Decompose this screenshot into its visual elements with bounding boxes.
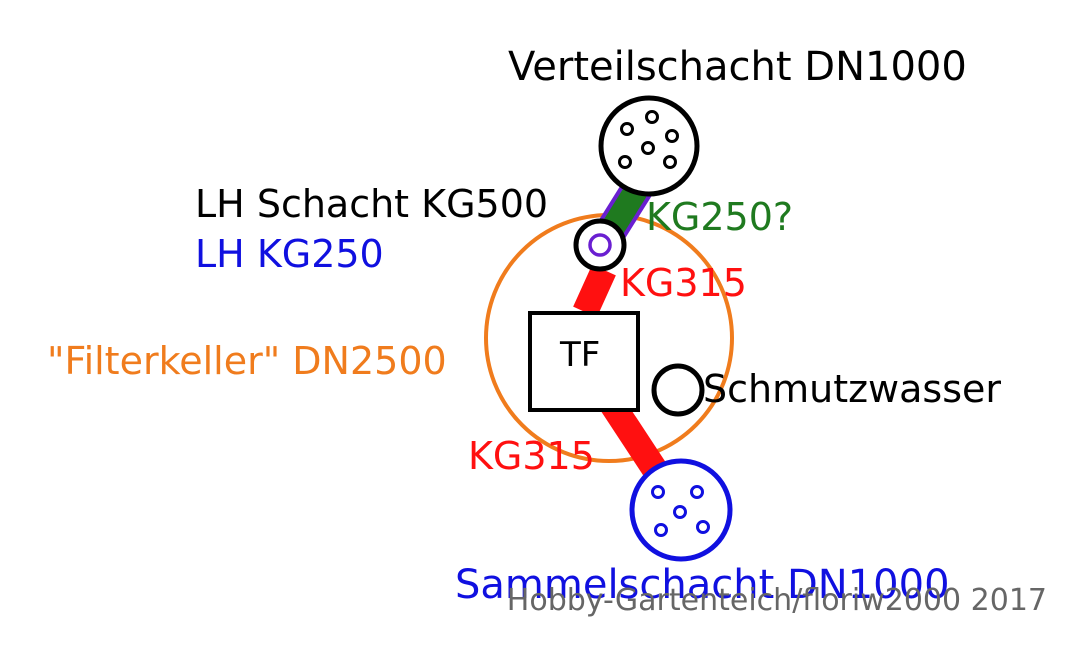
kg315-pipe-top: [573, 264, 616, 318]
watermark: Hobby-Gartenteich/floriw2000 2017: [507, 583, 1047, 618]
tf-label: TF: [559, 335, 600, 375]
sammelschacht-label: Sammelschacht DN1000: [455, 562, 950, 608]
lh-schacht-label: LH Schacht KG500: [195, 182, 548, 226]
kg315-top-label: KG315: [620, 261, 747, 305]
sammelschacht-shaft: [629, 458, 733, 562]
lh-schacht: [573, 218, 627, 272]
filterkeller-label: "Filterkeller" DN2500: [47, 339, 447, 383]
verteilschacht-label: Verteilschacht DN1000: [508, 44, 967, 90]
verteilschacht-shaft: [598, 95, 700, 197]
lh-kg250-label: LH KG250: [195, 232, 384, 276]
tf-box: [528, 311, 640, 412]
kg315-bottom-label: KG315: [468, 434, 595, 478]
schmutzwasser-shaft: [651, 363, 705, 417]
kg315-pipe-bottom: [600, 395, 667, 479]
kg250-label: KG250?: [646, 195, 793, 239]
schmutzwasser-label: Schmutzwasser: [703, 367, 1001, 411]
